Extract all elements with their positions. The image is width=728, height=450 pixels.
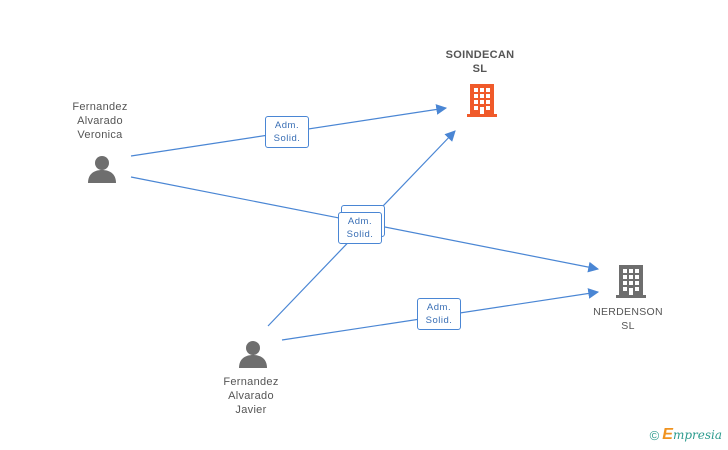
role-line: Adm.	[426, 302, 452, 313]
company-name-line: SL	[472, 63, 488, 75]
person-label-veronica[interactable]: Fernandez Alvarado Veronica	[55, 100, 145, 142]
role-line: Solid.	[273, 133, 301, 144]
company-label-soindecan[interactable]: SOINDECAN SL	[430, 48, 530, 76]
company-name-line: NERDENSON	[593, 306, 663, 318]
person-icon[interactable]	[88, 156, 116, 183]
logo-text: mpresia	[672, 428, 722, 442]
role-line: Solid.	[346, 229, 374, 240]
logo-initial: E	[662, 426, 673, 443]
name-line: Fernandez	[72, 101, 128, 113]
building-icon[interactable]	[467, 84, 497, 117]
company-name-line: SL	[621, 320, 635, 332]
edge-label-veronica-soindecan[interactable]: Adm. Solid.	[265, 116, 309, 148]
company-name-line: SOINDECAN	[445, 49, 515, 61]
edge-label-javier-nerdenson[interactable]: Adm. Solid.	[417, 298, 461, 330]
name-line: Alvarado	[77, 115, 123, 127]
company-label-nerdenson[interactable]: NERDENSON SL	[580, 305, 676, 333]
person-icon[interactable]	[239, 341, 267, 368]
name-line: Alvarado	[228, 390, 274, 402]
copyright-symbol: ©	[649, 427, 660, 443]
name-line: Fernandez	[223, 376, 279, 388]
role-line: Adm.	[347, 216, 373, 227]
role-line: Solid.	[425, 315, 453, 326]
edge-label-veronica-nerdenson[interactable]: Adm. Solid.	[338, 212, 382, 244]
name-line: Javier	[235, 404, 267, 416]
name-line: Veronica	[77, 129, 123, 141]
building-icon[interactable]	[616, 265, 646, 298]
role-line: Adm.	[274, 120, 300, 131]
footer-brand: © Empresia	[650, 426, 722, 444]
person-label-javier[interactable]: Fernandez Alvarado Javier	[206, 375, 296, 417]
empresia-logo[interactable]: Empresia	[662, 426, 722, 444]
